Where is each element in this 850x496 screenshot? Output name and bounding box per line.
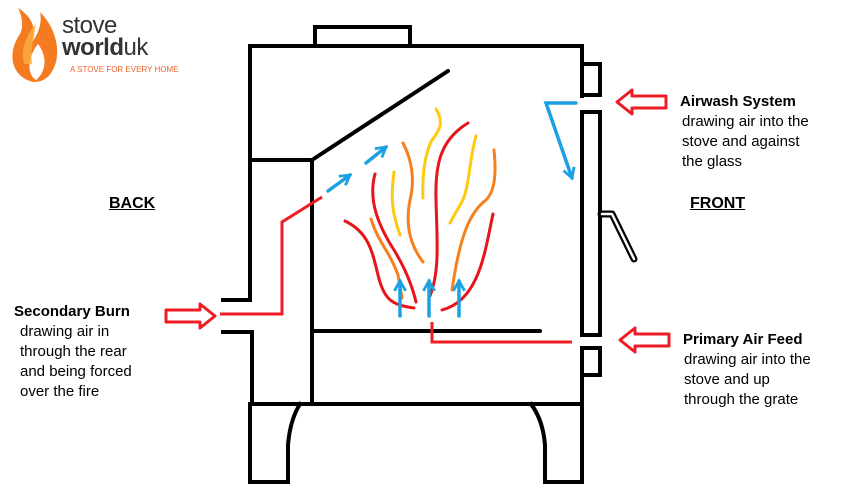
secondary-desc-1: drawing air in [20,323,110,340]
stove-body [221,25,602,484]
logo-word-uk: uk [123,34,149,61]
airflow-arrows [326,101,578,318]
flames [343,107,497,312]
logo-word-world: world [62,34,124,61]
airwash-desc-2: stove and against [682,133,800,150]
primary-callout: Primary Air Feed drawing air into the st… [683,330,811,410]
secondary-desc-4: over the fire [20,383,100,400]
airwash-desc-1: drawing air into the [682,113,809,130]
secondary-air-path [220,195,323,316]
flue-collar [313,25,412,48]
back-label: BACK [109,195,156,212]
right-leg [528,401,584,484]
airwash-title: Airwash System [680,93,796,110]
glass-door [580,110,602,337]
base-line [248,373,584,406]
flame-logo-icon [12,8,58,82]
upper-door-block [580,62,602,97]
air-inlet-arrows [164,88,671,354]
front-label: FRONT [690,195,746,212]
primary-air-path [430,322,572,344]
logo-tagline: A STOVE FOR EVERY HOME [70,65,179,74]
airwash-desc-3: the glass [682,153,743,170]
secondary-title: Secondary Burn [14,303,130,320]
secondary-flow-arrow-2 [364,145,389,165]
primary-desc-3: through the grate [684,391,799,408]
lower-door-block [580,346,602,377]
baffle-plate [310,69,450,162]
primary-arrow-icon [618,326,671,354]
secondary-inlet-bottom [221,330,254,405]
primary-title: Primary Air Feed [683,331,803,348]
secondary-arrow-icon [164,302,217,330]
left-leg [248,401,303,484]
primary-desc-1: drawing air into the [684,351,811,368]
logo-word-stove: stove [62,12,117,39]
logo-word-worlduk: worlduk [62,36,148,60]
door-handle [597,210,638,263]
airwash-callout: Airwash System drawing air into the stov… [680,92,809,172]
secondary-desc-3: and being forced [20,363,132,380]
secondary-desc-2: through the rear [20,343,127,360]
airwash-arrow-icon [615,88,668,116]
air-paths [220,195,572,344]
secondary-callout: Secondary Burn drawing air in through th… [14,302,132,402]
airwash-flow-arrow [543,101,578,181]
stove-top-outline [248,44,584,302]
stoveworld-logo: stove worlduk A STOVE FOR EVERY HOME [6,4,186,84]
secondary-flow-arrow-1 [326,173,353,193]
primary-desc-2: stove and up [684,371,770,388]
